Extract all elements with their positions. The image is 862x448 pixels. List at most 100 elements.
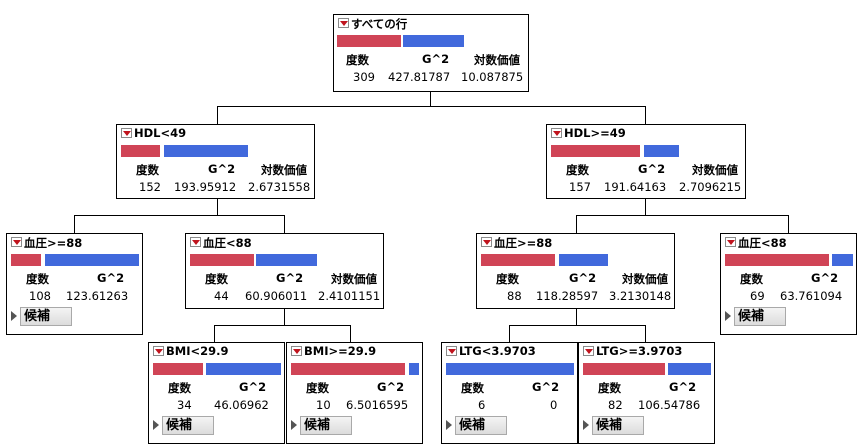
count-value: 44 [214, 289, 229, 303]
node-bp-ge-88-right[interactable]: 血圧>=88 度数 G^2 対数価値 88 118.28597 3.213014… [476, 233, 675, 309]
candidates-button[interactable]: 候補 [592, 416, 644, 435]
red-down-triangle-icon[interactable] [153, 346, 164, 356]
connector [217, 199, 218, 215]
red-down-triangle-icon[interactable] [338, 18, 349, 28]
red-down-triangle-icon[interactable] [583, 346, 594, 356]
node-bp-lt-88-right[interactable]: 血圧<88 度数 G^2 69 63.761094 候補 [720, 233, 857, 335]
blue-bar [668, 363, 711, 375]
connector [284, 215, 285, 233]
count-value: 10 [316, 398, 331, 412]
count-value: 152 [139, 180, 161, 194]
logworth-value: 2.6731558 [248, 180, 311, 194]
red-down-triangle-icon[interactable] [725, 237, 736, 247]
count-header: 度数 [740, 272, 763, 286]
node-title: すべての行 [351, 17, 408, 31]
count-header: 度数 [306, 381, 329, 395]
connector [509, 325, 510, 342]
node-title: HDL>=49 [564, 126, 626, 140]
node-title: 血圧<88 [738, 236, 787, 250]
node-title: 血圧<88 [203, 236, 252, 250]
node-hdl-ge-49[interactable]: HDL>=49 度数 G^2 対数価値 157 191.64163 2.7096… [546, 124, 746, 199]
red-bar [725, 254, 829, 266]
connector [74, 215, 285, 216]
connector [576, 215, 789, 216]
blue-bar [206, 363, 281, 375]
g2-header: G^2 [276, 271, 304, 285]
node-bmi-lt-29-9[interactable]: BMI<29.9 度数 G^2 34 46.06962 候補 [148, 342, 285, 444]
count-header: 度数 [168, 381, 191, 395]
g2-value: 427.81787 [388, 70, 451, 84]
g2-value: 6.5016595 [346, 398, 409, 412]
disclosure-triangle-icon[interactable] [291, 420, 297, 430]
connector [284, 309, 285, 325]
blue-bar [446, 363, 574, 375]
count-header: 度数 [346, 53, 369, 67]
connector [788, 215, 789, 233]
logworth-header: 対数価値 [692, 163, 738, 177]
disclosure-triangle-icon[interactable] [725, 311, 731, 321]
g2-header: G^2 [239, 380, 267, 394]
red-bar [337, 35, 401, 47]
disclosure-triangle-icon[interactable] [153, 420, 159, 430]
logworth-value: 3.2130148 [609, 289, 672, 303]
node-title: HDL<49 [134, 126, 187, 140]
logworth-header: 対数価値 [622, 272, 668, 286]
node-hdl-lt-49[interactable]: HDL<49 度数 G^2 対数価値 152 193.95912 2.67315… [116, 124, 315, 199]
red-bar [481, 254, 555, 266]
red-bar [153, 363, 203, 375]
red-down-triangle-icon[interactable] [190, 237, 201, 247]
count-value: 88 [507, 289, 522, 303]
count-value: 34 [177, 398, 192, 412]
connector [214, 325, 215, 342]
g2-header: G^2 [208, 162, 236, 176]
g2-header: G^2 [569, 271, 597, 285]
g2-header: G^2 [532, 380, 560, 394]
g2-value: 46.06962 [214, 398, 269, 412]
candidates-button[interactable]: 候補 [20, 307, 72, 326]
disclosure-triangle-icon[interactable] [11, 311, 17, 321]
blue-bar [164, 145, 248, 157]
logworth-value: 2.7096215 [679, 180, 742, 194]
candidates-button[interactable]: 候補 [162, 416, 214, 435]
connector [217, 106, 646, 107]
node-bp-lt-88-left[interactable]: 血圧<88 度数 G^2 対数価値 44 60.906011 2.4101151 [185, 233, 384, 309]
g2-header: G^2 [669, 380, 697, 394]
g2-value: 118.28597 [536, 289, 599, 303]
disclosure-triangle-icon[interactable] [446, 420, 452, 430]
connector [217, 106, 218, 124]
red-down-triangle-icon[interactable] [446, 346, 457, 356]
node-root[interactable]: すべての行 度数 G^2 対数価値 309 427.81787 10.08787… [333, 14, 529, 92]
logworth-value: 10.087875 [461, 70, 524, 84]
red-bar [11, 254, 41, 266]
connector [576, 215, 577, 233]
g2-value: 193.95912 [174, 180, 237, 194]
node-bp-ge-88-left[interactable]: 血圧>=88 度数 G^2 108 123.61263 候補 [6, 233, 143, 335]
node-title: 血圧>=88 [24, 236, 83, 250]
count-header: 度数 [598, 381, 621, 395]
node-title: BMI>=29.9 [304, 344, 377, 358]
red-down-triangle-icon[interactable] [481, 237, 492, 247]
blue-bar [832, 254, 853, 266]
red-down-triangle-icon[interactable] [11, 237, 22, 247]
connector [214, 325, 351, 326]
g2-header: G^2 [97, 271, 125, 285]
red-bar [190, 254, 254, 266]
blue-bar [403, 35, 464, 47]
disclosure-triangle-icon[interactable] [583, 420, 589, 430]
connector [645, 199, 646, 215]
g2-value: 0 [550, 398, 558, 412]
blue-bar [409, 363, 419, 375]
candidates-button[interactable]: 候補 [455, 416, 507, 435]
logworth-header: 対数価値 [261, 163, 307, 177]
node-ltg-lt-3-9703[interactable]: LTG<3.9703 度数 G^2 6 0 候補 [441, 342, 578, 444]
count-header: 度数 [566, 163, 589, 177]
node-ltg-ge-3-9703[interactable]: LTG>=3.9703 度数 G^2 82 106.54786 候補 [578, 342, 715, 444]
candidates-button[interactable]: 候補 [300, 416, 352, 435]
node-bmi-ge-29-9[interactable]: BMI>=29.9 度数 G^2 10 6.5016595 候補 [286, 342, 423, 444]
blue-bar [45, 254, 139, 266]
candidates-button[interactable]: 候補 [734, 307, 786, 326]
red-down-triangle-icon[interactable] [291, 346, 302, 356]
connector [576, 309, 577, 325]
red-down-triangle-icon[interactable] [551, 128, 562, 138]
red-down-triangle-icon[interactable] [121, 128, 132, 138]
